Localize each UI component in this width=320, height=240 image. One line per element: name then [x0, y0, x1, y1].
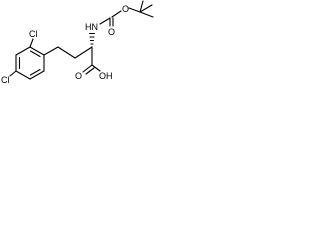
n-c-bond — [99, 17, 111, 25]
cl-bottom-label: Cl — [1, 75, 10, 85]
tert-butyl-group — [139, 0, 154, 18]
o-ester-label: O — [122, 4, 129, 14]
chemical-structure: Cl Cl HN O O O OH — [1, 0, 154, 85]
o-carbonyl-label: O — [108, 27, 115, 37]
oh-label: OH — [99, 71, 113, 81]
c-cl-bond-top — [29, 38, 34, 48]
acid-double-bond-a — [82, 64, 93, 73]
hn-label: HN — [85, 22, 98, 32]
cl-top-label: Cl — [29, 29, 38, 39]
c-oh-bond — [91, 64, 101, 72]
c-o-ester-bond — [111, 10, 122, 18]
benzene-ring — [15, 46, 45, 80]
o-acid-label: O — [75, 71, 82, 81]
o-tbu-bond — [128, 7, 141, 13]
stereo-hash-bond — [88, 32, 96, 45]
c-cl-bond-bottom — [9, 70, 17, 77]
side-chain — [43, 46, 93, 59]
acid-double-bond-b — [85, 67, 95, 75]
